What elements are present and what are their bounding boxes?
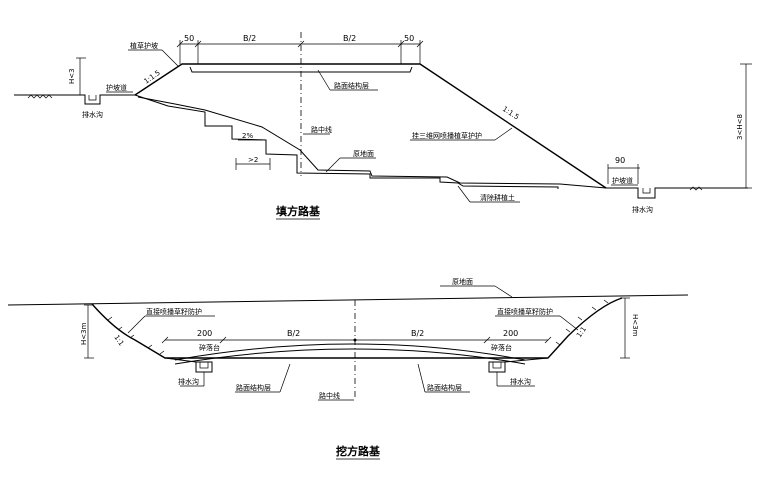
fill-left-soil-hatch (27, 94, 53, 99)
fill-berm-left-label: 护坡道 (106, 83, 127, 92)
cut-dim-200-left: 200 (197, 329, 212, 338)
fill-dim-50-left: 50 (184, 34, 194, 43)
cut-h3-right-label: H<3m (631, 314, 639, 337)
cut-dim-b2-right: B/2 (411, 329, 424, 338)
fill-left-ground (14, 94, 135, 105)
cut-platform-right-label: 碎落台 (491, 343, 512, 352)
cut-original-ground-line (7, 294, 689, 306)
cut-pavement-right-label: 路面结构层 (427, 383, 462, 392)
fill-dim-90: 90 (615, 156, 625, 165)
cut-spray-left-label: 直接喷播草籽防护 (146, 307, 202, 316)
fill-top-dimension (176, 40, 424, 64)
cut-ditch-left (195, 361, 213, 373)
fill-slope-right-label: 1:1.5 (501, 105, 520, 121)
fill-benching (134, 94, 559, 189)
cut-centerline-label: 路中线 (319, 391, 340, 400)
fill-centerline-label: 路中线 (311, 125, 332, 134)
cut-dim-200-right: 200 (503, 329, 518, 338)
cut-h3-left-label: H<3m (80, 322, 88, 345)
fill-dim-b2-left: B/2 (243, 34, 256, 43)
fill-berm-right-label: 护坡道 (612, 176, 633, 185)
cut-slope-left-label: 1:1 (112, 334, 125, 348)
cut-ditch-right-label: 排水沟 (510, 377, 531, 386)
cut-ditch-left-label: 排水沟 (178, 377, 199, 386)
fill-dim-b2-right: B/2 (343, 34, 356, 43)
fill-gt2-label: >2 (248, 156, 258, 164)
cut-pavement-layer (174, 343, 526, 361)
cut-original-ground-label: 原地面 (452, 277, 473, 286)
fill-right-ditch (606, 187, 748, 199)
cut-outline (91, 297, 623, 359)
fill-dim-50-right: 50 (404, 34, 414, 43)
fill-h38-label: 3<H<8 (736, 114, 744, 140)
fill-pct-label: 2% (242, 132, 253, 140)
fill-embankment-outline (134, 63, 607, 189)
cut-ditch-right (488, 361, 506, 373)
fill-original-ground-label: 原地面 (353, 149, 374, 158)
fill-title: 填方路基 (276, 204, 321, 218)
fill-h3-label: H<3 (68, 68, 76, 84)
fill-mesh-seeding-label: 挂三维网喷播植草护护 (412, 131, 482, 140)
fill-ditch-left-label: 排水沟 (82, 110, 103, 119)
cut-slope-ticks (107, 299, 609, 355)
cut-platform-left-label: 碎落台 (199, 343, 220, 352)
cut-spray-right-label: 直接喷播草籽防护 (497, 307, 553, 316)
fill-clear-topsoil-label: 清除耕植土 (480, 193, 515, 202)
cut-title: 挖方路基 (336, 444, 381, 458)
fill-subgrade-section: 50 B/2 B/2 50 H<3 90 3<H<8 (14, 32, 752, 220)
cut-pavement-left-label: 路面结构层 (236, 383, 271, 392)
fill-grass-slope-label: 植草护坡 (130, 41, 158, 50)
fill-original-ground (137, 96, 607, 189)
fill-pavement-layer (189, 66, 413, 73)
cut-dim-b2-left: B/2 (287, 329, 300, 338)
fill-ditch-right-label: 排水沟 (632, 205, 653, 214)
cut-subgrade-section: 原地面 200 B/2 B/2 200 碎落台 碎落台 (7, 277, 689, 460)
fill-pavement-label: 路面结构层 (334, 81, 369, 90)
